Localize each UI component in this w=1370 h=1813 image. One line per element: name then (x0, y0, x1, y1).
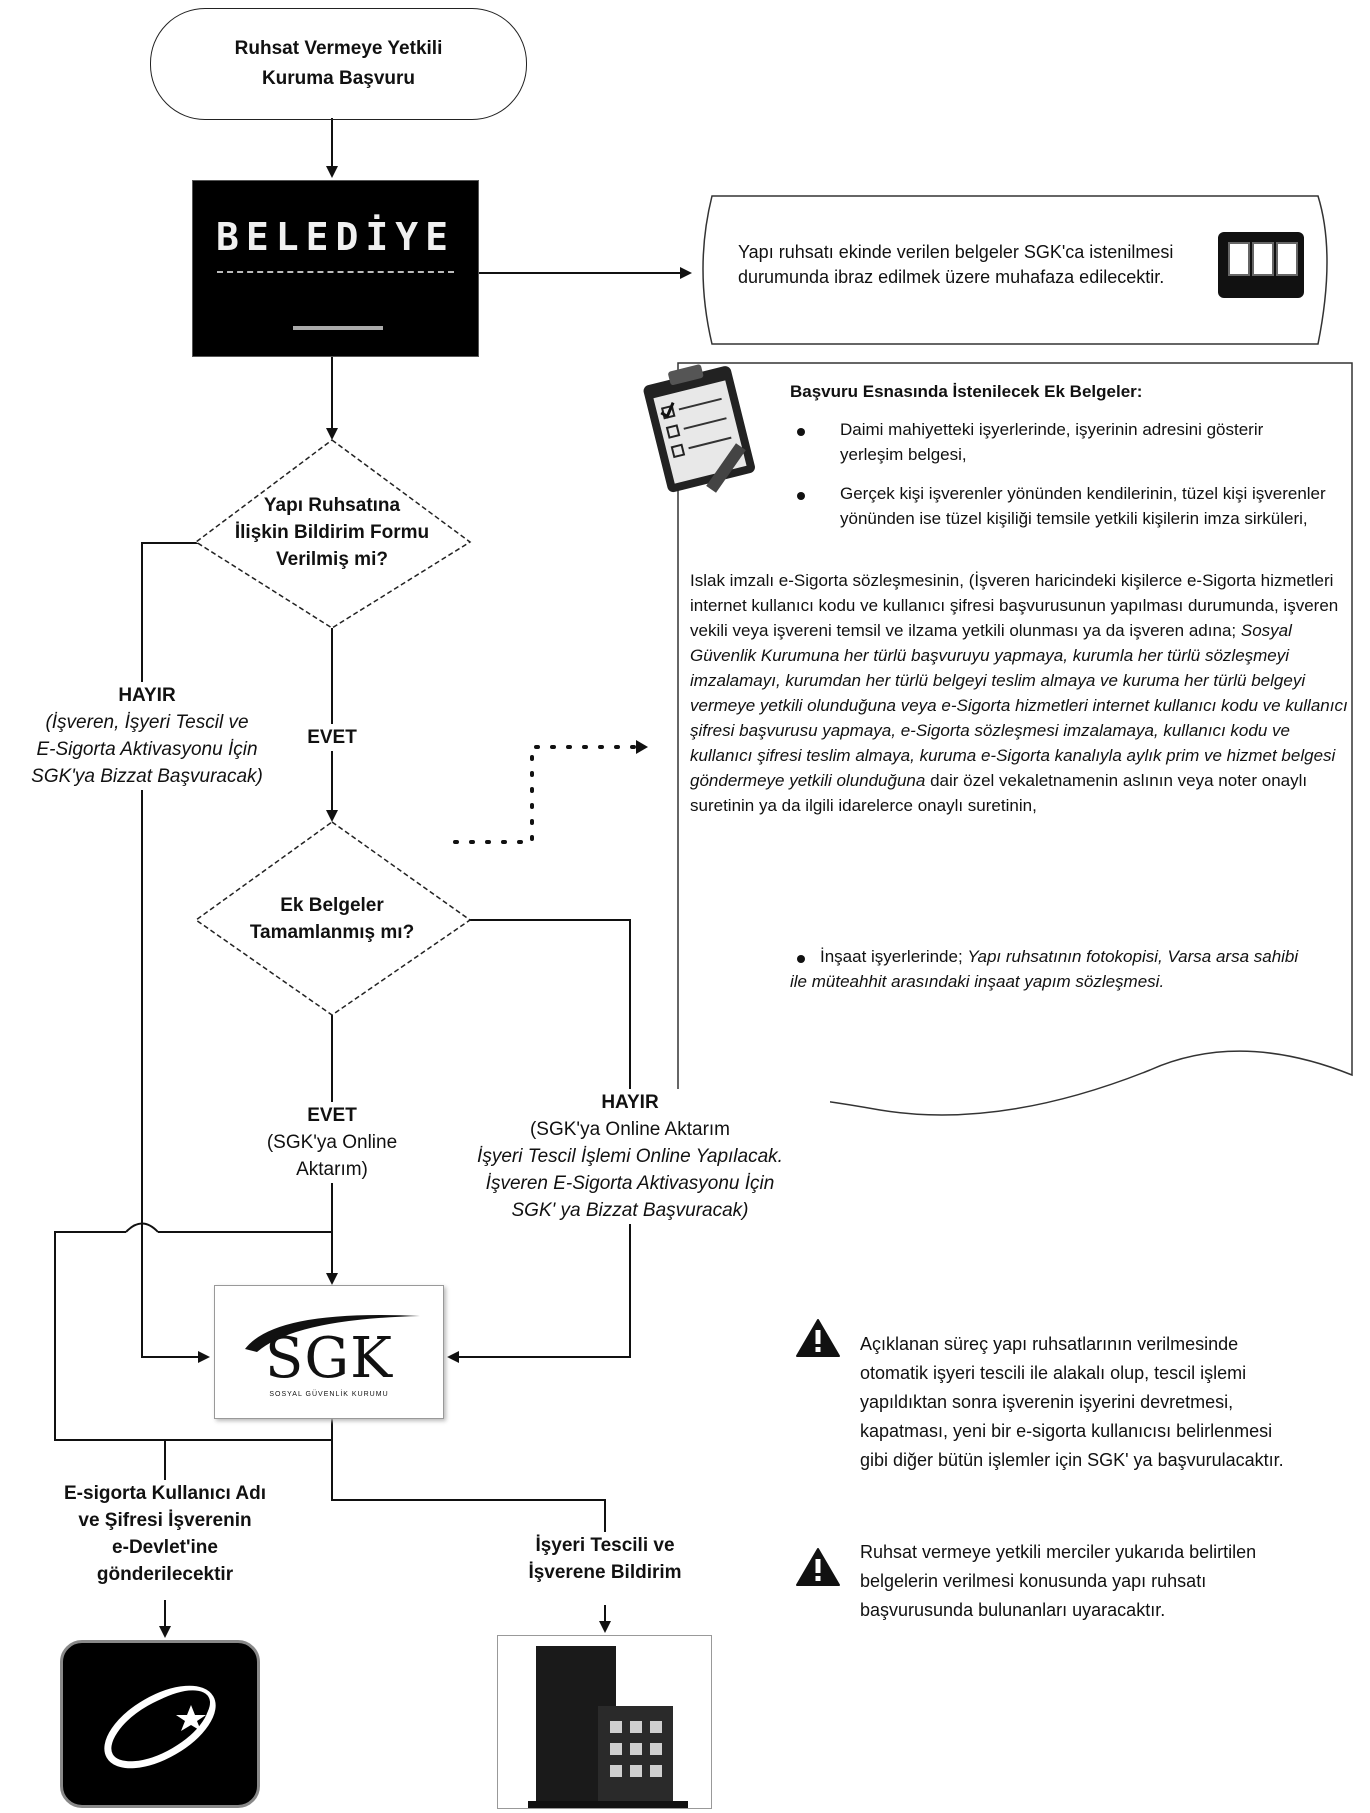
decision-1-line-2: İlişkin Bildirim Formu (234, 522, 430, 543)
documents-bullet-3: İnşaat işyerlerinde; Yapı ruhsatının fot… (790, 944, 1310, 994)
no-branch-2-line-3: İşveren E-Sigorta Aktivasyonu İçin (485, 1173, 775, 1194)
documents-paragraph: Islak imzalı e-Sigorta sözleşmesinin, (İ… (690, 568, 1350, 818)
documents-title: Başvuru Esnasında İstenilecek Ek Belgele… (790, 382, 1143, 401)
warning-icon (796, 1548, 840, 1586)
start-terminal: Ruhsat Vermeye Yetkili Kuruma Başvuru (150, 8, 527, 120)
output-left-line-2: ve Şifresi İşverenin (78, 1510, 252, 1531)
documents-paragraph-normal: Islak imzalı e-Sigorta sözleşmesinin, (İ… (690, 571, 1339, 640)
documents-bullet-3-italic: Yapı ruhsatının fotokopisi, Varsa arsa s… (790, 947, 1299, 991)
output-left-line-1: E-sigorta Kullanıcı Adı (64, 1483, 266, 1504)
bullet-dot (797, 428, 805, 436)
belediye-building-image: BELEDİYE (192, 180, 479, 357)
no-branch-1-line-1: (İşveren, İşyeri Tescil ve (45, 712, 249, 733)
yes-branch-2-label: EVET (SGK'ya Online Aktarım) (240, 1102, 424, 1183)
output-left-label: E-sigorta Kullanıcı Adı ve Şifresi İşver… (20, 1480, 310, 1588)
decision-2-text: Ek Belgeler Tamamlanmış mı? (232, 892, 432, 946)
no-branch-1-line-2: E-Sigorta Aktivasyonu İçin (36, 739, 258, 760)
documents-bullet-2: Gerçek kişi işverenler yönünden kendiler… (840, 484, 1326, 528)
output-left-line-3: e-Devlet'ine (112, 1537, 218, 1558)
output-right-label: İşyeri Tescili ve İşverene Bildirim (485, 1532, 725, 1586)
output-left-line-4: gönderilecektir (96, 1564, 234, 1585)
decision-2-line-1: Ek Belgeler (280, 895, 384, 916)
documents-paragraph-italic: Sosyal Güvenlik Kurumuna her türlü başvu… (690, 621, 1348, 790)
no-branch-2-label: HAYIR (SGK'ya Online Aktarım İşyeri Tesc… (430, 1089, 830, 1224)
building-plate (293, 326, 383, 330)
decision-1-text: Yapı Ruhsatına İlişkin Bildirim Formu Ve… (232, 492, 432, 573)
decision-2-line-2: Tamamlanmış mı? (249, 922, 415, 943)
sgk-logo-box: SGK SOSYAL GÜVENLİK KURUMU (214, 1285, 444, 1419)
building-facade-lines (217, 271, 454, 313)
documents-paragraph-end: dair özel vekaletnamenin aslının veya no… (690, 771, 1308, 815)
output-right-line-1: İşyeri Tescili ve (535, 1535, 675, 1556)
warning-2-text: Ruhsat vermeye yetkili merciler yukarıda… (860, 1542, 1257, 1620)
belediye-sign-text: BELEDİYE (215, 215, 456, 259)
bullet-dot (797, 492, 805, 500)
binders-icon (1218, 232, 1304, 298)
start-text: Ruhsat Vermeye Yetkili Kuruma Başvuru (234, 38, 443, 89)
yes-branch-2-line-1: (SGK'ya Online (266, 1132, 398, 1153)
no-branch-2-line-1: (SGK'ya Online Aktarım (529, 1119, 731, 1140)
yes-branch-1-title: EVET (295, 724, 369, 751)
yes-branch-2-line-2: Aktarım) (296, 1159, 368, 1180)
warning-icon (796, 1319, 840, 1357)
sgk-swoosh-icon (245, 1314, 420, 1352)
no-branch-2-title: HAYIR (601, 1092, 659, 1113)
no-branch-1-line-3: SGK'ya Bizzat Başvuracak) (31, 766, 263, 787)
bullet-dot (797, 955, 805, 963)
warning-1-text: Açıklanan süreç yapı ruhsatlarının veril… (860, 1334, 1284, 1470)
no-branch-1-title: HAYIR (118, 685, 176, 706)
archive-note-text: Yapı ruhsatı ekinde verilen belgeler SGK… (738, 242, 1174, 287)
decision-1-line-1: Yapı Ruhsatına (263, 495, 401, 516)
office-building-image (497, 1635, 712, 1809)
crescent-star-icon (104, 1685, 216, 1769)
output-right-line-2: İşverene Bildirim (528, 1562, 682, 1583)
no-branch-1-label: HAYIR (İşveren, İşyeri Tescil ve E-Sigor… (2, 682, 292, 790)
sgk-logo-text: SGK (265, 1326, 393, 1391)
e-devlet-logo (60, 1640, 260, 1808)
documents-bullet-1: Daimi mahiyetteki işyerlerinde, işyerini… (840, 420, 1264, 464)
sgk-logo-subtitle: SOSYAL GÜVENLİK KURUMU (269, 1391, 389, 1398)
building-icon (528, 1646, 688, 1808)
documents-bullet-3-normal: İnşaat işyerlerinde; (820, 947, 963, 966)
no-branch-2-line-4: SGK' ya Bizzat Başvuracak) (511, 1200, 749, 1221)
no-branch-2-line-2: İşyeri Tescil İşlemi Online Yapılacak. (477, 1146, 783, 1167)
decision-1-line-3: Verilmiş mi? (276, 549, 388, 570)
clipboard-icon (643, 364, 755, 493)
yes-branch-2-title: EVET (307, 1105, 357, 1126)
